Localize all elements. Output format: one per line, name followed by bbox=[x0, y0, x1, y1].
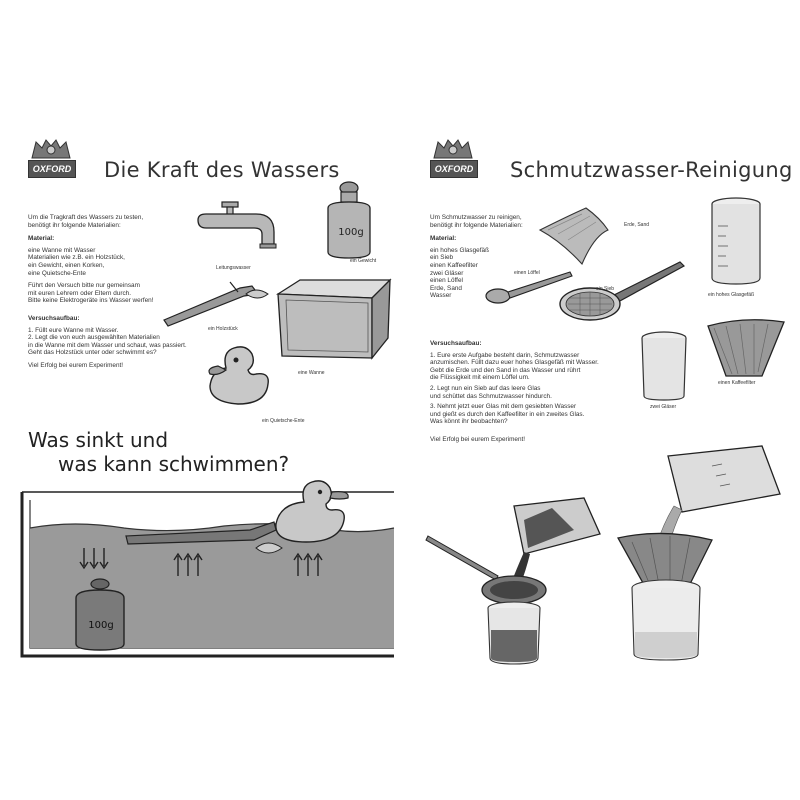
step-line: und schüttet das Schmutzwasser hindurch. bbox=[430, 392, 552, 400]
materials-heading: Material: bbox=[28, 235, 55, 243]
oxford-brand-text: OXFORD bbox=[28, 160, 76, 178]
intro-line: benötigt ihr folgende Materialien: bbox=[28, 221, 121, 229]
pouring-filter-scene bbox=[617, 445, 781, 661]
step-line: Was könnt ihr beobachten? bbox=[430, 418, 508, 426]
step-line: Gebt die Erde und den Sand in das Wasser… bbox=[430, 366, 581, 374]
setup-heading: Versuchsaufbau: bbox=[430, 339, 482, 347]
crest-icon bbox=[31, 139, 71, 159]
rubber-duck-icon bbox=[208, 346, 269, 405]
oxford-logo-right: OXFORD bbox=[430, 136, 478, 178]
step-line: 1. Eure erste Aufgabe besteht darin, Sch… bbox=[430, 351, 580, 359]
weight-icon: 100g bbox=[327, 181, 371, 259]
oxford-brand-text: OXFORD bbox=[430, 160, 478, 178]
step-line: 2. Legt die von euch ausgewählten Materi… bbox=[28, 334, 160, 342]
label-tap: Leitungswasser bbox=[216, 265, 251, 271]
intro-line: benötigt ihr folgende Materialien: bbox=[430, 221, 523, 229]
setup-heading: Versuchsaufbau: bbox=[28, 314, 80, 322]
glass-icon bbox=[641, 331, 687, 401]
left-page-title: Die Kraft des Wassers bbox=[104, 158, 340, 182]
intro-line: Um die Tragkraft des Wassers zu testen, bbox=[28, 214, 144, 221]
sieve-icon bbox=[559, 261, 685, 321]
material-item: eine Quietsche-Ente bbox=[28, 269, 86, 277]
material-item: Materialien wie z.B. ein Holzstück, bbox=[28, 254, 125, 262]
material-item: ein Sieb bbox=[430, 254, 454, 262]
materials-heading: Material: bbox=[430, 235, 457, 243]
coffee-filter-icon bbox=[707, 319, 785, 377]
oxford-logo-left: OXFORD bbox=[28, 136, 76, 178]
label-tall-glass: ein hohes Glasgefäß bbox=[708, 292, 755, 298]
closing-text: Viel Erfolg bei eurem Experiment! bbox=[430, 435, 526, 443]
water-tank-scene: 100g bbox=[14, 476, 395, 666]
label-two-glasses: zwei Gläser bbox=[650, 404, 677, 410]
tub-icon bbox=[275, 278, 392, 360]
safety-line: Führt den Versuch bitte nur gemeinsam bbox=[28, 282, 140, 290]
closing-text: Viel Erfolg bei eurem Experiment! bbox=[28, 361, 124, 369]
label-sieve: ein Sieb bbox=[596, 286, 615, 292]
material-item: ein hohes Glasgefäß bbox=[430, 246, 489, 254]
step-line: die Flüssigkeit mit einem Löffel um. bbox=[430, 374, 530, 382]
step-line: in die Wanne mit dem Wasser und schaut, … bbox=[28, 341, 187, 349]
question-line-1: Was sinkt und bbox=[28, 428, 169, 452]
step-line: und gießt es durch den Kaffeefilter in e… bbox=[430, 410, 585, 418]
material-item: ein Gewicht, einen Korken, bbox=[28, 261, 105, 269]
label-filter: einen Kaffeefilter bbox=[718, 380, 756, 386]
label-spoon: einen Löffel bbox=[514, 270, 540, 276]
right-page-title: Schmutzwasser-Reinigung bbox=[510, 158, 793, 182]
label-weight: ein Gewicht bbox=[350, 258, 377, 264]
wood-icon bbox=[163, 281, 269, 327]
material-item: eine Wanne mit Wasser bbox=[28, 246, 96, 254]
label-soil: Erde, Sand bbox=[624, 222, 650, 228]
pouring-sieve-scene bbox=[425, 497, 601, 665]
soil-pile-icon bbox=[538, 207, 609, 266]
tall-glass-icon bbox=[711, 197, 761, 285]
faucet-icon bbox=[197, 201, 277, 249]
label-tub: eine Wanne bbox=[298, 370, 325, 376]
step-line: 1. Füllt eure Wanne mit Wasser. bbox=[28, 326, 119, 334]
crest-icon bbox=[433, 139, 473, 159]
safety-line: mit euren Lehrern oder Eltern durch. bbox=[28, 289, 132, 297]
material-item: einen Kaffeefilter bbox=[430, 261, 478, 269]
weight-text-water: 100g bbox=[88, 620, 113, 631]
label-duck: ein Quietsche-Ente bbox=[262, 418, 305, 424]
material-item: einen Löffel bbox=[430, 277, 463, 285]
safety-line: Bitte keine Elektrogeräte ins Wasser wer… bbox=[28, 297, 154, 305]
step-line: 3. Nehmt jetzt euer Glas mit dem gesiebt… bbox=[430, 403, 577, 411]
question-line-2: was kann schwimmen? bbox=[58, 452, 290, 476]
material-item: Wasser bbox=[430, 292, 452, 300]
left-instructions: Um die Tragkraft des Wassers zu testen, … bbox=[28, 214, 198, 370]
weight-text: 100g bbox=[338, 227, 363, 238]
label-wood: ein Holzstück bbox=[208, 326, 238, 332]
intro-line: Um Schmutzwasser zu reinigen, bbox=[430, 214, 522, 221]
material-item: Erde, Sand bbox=[430, 284, 462, 292]
step-line: anzumischen. Füllt dazu euer hohes Glasg… bbox=[430, 359, 599, 367]
spoon-icon bbox=[485, 271, 573, 304]
right-instructions: Um Schmutzwasser zu reinigen, benötigt i… bbox=[430, 214, 630, 443]
material-item: zwei Gläser bbox=[430, 269, 464, 277]
step-line: 2. Legt nun ein Sieb auf das leere Glas bbox=[430, 384, 541, 392]
step-line: Geht das Holzstück unter oder schwimmt e… bbox=[28, 349, 157, 357]
